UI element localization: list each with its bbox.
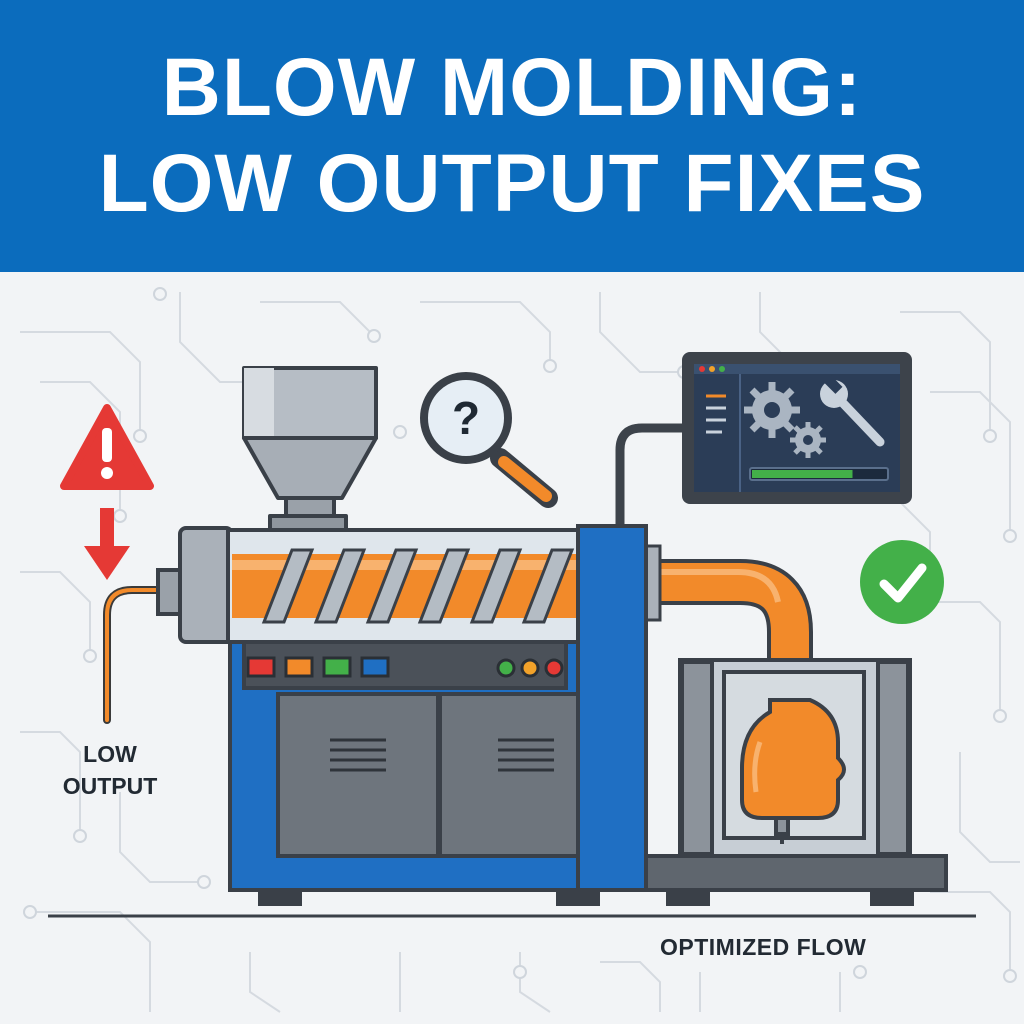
low-output-label: LOW OUTPUT bbox=[40, 738, 180, 802]
svg-text:?: ? bbox=[452, 392, 480, 444]
title-banner: BLOW MOLDING: LOW OUTPUT FIXES bbox=[0, 0, 1024, 272]
extruder-barrel bbox=[226, 528, 582, 644]
machine-feet bbox=[258, 890, 914, 906]
monitor-cable bbox=[615, 423, 686, 526]
low-output-flow bbox=[103, 586, 164, 724]
circuit-background bbox=[20, 292, 1020, 1013]
screw-flights bbox=[261, 548, 575, 624]
magnifier-question-icon: ? bbox=[420, 372, 558, 508]
warning-icon bbox=[60, 404, 154, 490]
title-line-1: BLOW MOLDING: bbox=[161, 42, 863, 133]
wrench-icon bbox=[820, 375, 885, 447]
monitor-progress-fill bbox=[752, 470, 853, 478]
low-output-line-1: LOW bbox=[83, 741, 137, 767]
control-buttons bbox=[246, 656, 564, 678]
machine-column bbox=[576, 524, 648, 892]
barrel-end-cap bbox=[156, 526, 234, 644]
control-monitor-icon bbox=[682, 352, 912, 504]
outlet-pipe bbox=[644, 544, 813, 702]
down-arrow-icon bbox=[84, 508, 130, 580]
cabinet-vents bbox=[330, 738, 554, 772]
low-output-line-2: OUTPUT bbox=[62, 773, 158, 799]
blown-parison bbox=[740, 698, 846, 844]
hopper bbox=[242, 366, 378, 534]
optimized-flow-label: OPTIMIZED FLOW bbox=[660, 934, 867, 960]
gear-icon bbox=[744, 382, 826, 458]
check-icon bbox=[860, 540, 944, 624]
machine-scene: ? bbox=[0, 272, 1024, 1024]
machine-cabinet bbox=[228, 640, 580, 892]
mold-rail bbox=[644, 854, 948, 892]
title-line-2: LOW OUTPUT FIXES bbox=[98, 138, 926, 229]
